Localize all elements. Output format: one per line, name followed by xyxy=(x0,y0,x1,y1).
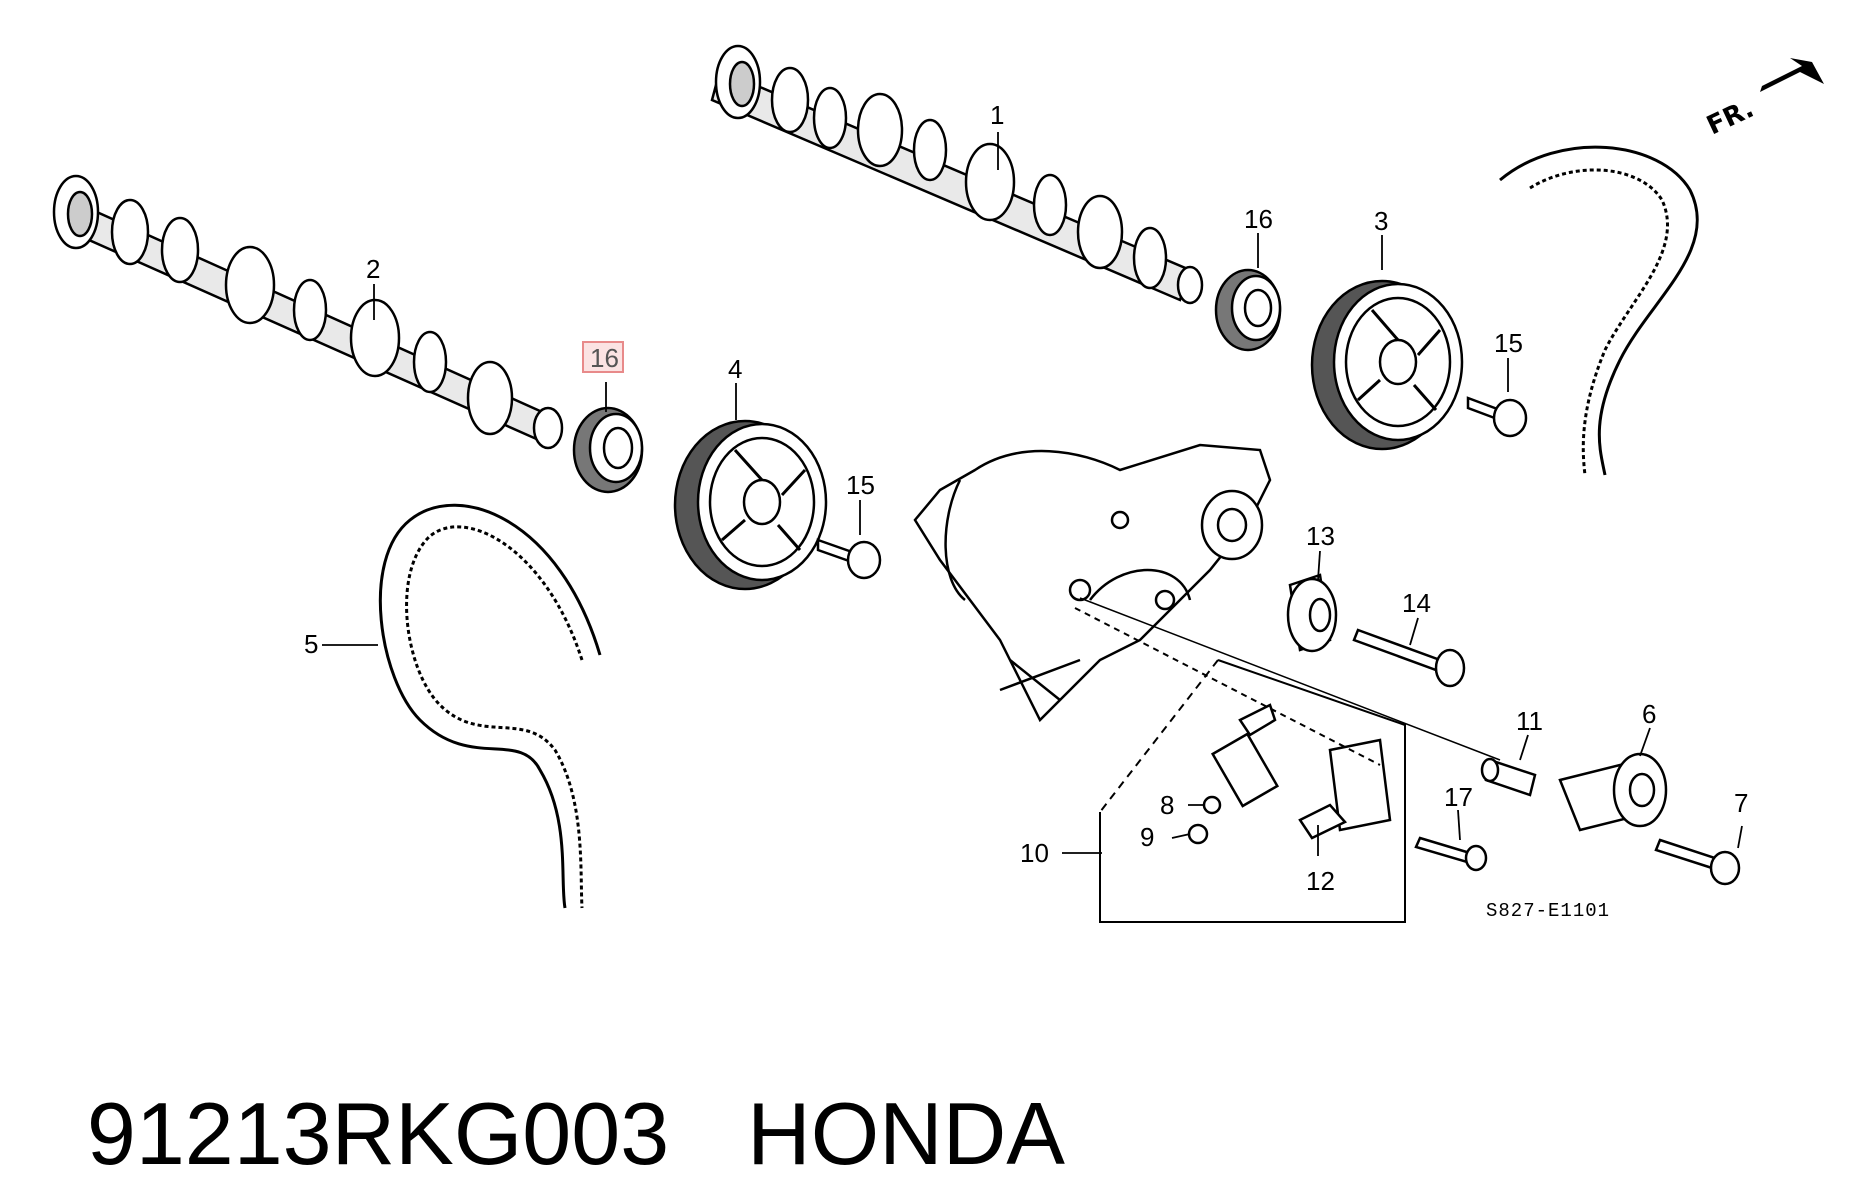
idler-pulley xyxy=(1286,573,1338,653)
timing-belt-lower xyxy=(378,503,602,909)
drawing-code: S827-E1101 xyxy=(1486,900,1610,922)
callout-12: 12 xyxy=(1306,866,1335,896)
callout-10: 10 xyxy=(1020,838,1049,868)
parts-diagram: FR. xyxy=(52,44,1824,923)
tensioner-spacer xyxy=(1480,757,1537,797)
callout-16-highlighted: 16 xyxy=(590,343,619,373)
pulley-bolt-front xyxy=(816,538,882,580)
callout-3: 3 xyxy=(1374,206,1388,236)
timing-belt-upper xyxy=(1499,145,1699,476)
camshaft-upper xyxy=(710,44,1204,305)
camshaft-pulley-front xyxy=(673,419,828,591)
oil-seal-upper xyxy=(1214,268,1282,352)
callout-14: 14 xyxy=(1402,588,1431,618)
camshaft-pulley-rear xyxy=(1310,279,1464,451)
callout-1: 1 xyxy=(990,100,1004,130)
oil-seal-lower xyxy=(572,406,644,494)
front-indicator-label: FR. xyxy=(1702,94,1758,142)
brand-name: HONDA xyxy=(747,1084,1065,1183)
tensioner-assembly xyxy=(1210,703,1392,840)
callout-15-rear: 15 xyxy=(1494,328,1523,358)
tensioner-washers xyxy=(1187,795,1222,845)
callout-8: 8 xyxy=(1160,790,1174,820)
callout-11: 11 xyxy=(1516,706,1543,736)
part-number: 91213RKG003 xyxy=(86,1084,670,1183)
callout-2: 2 xyxy=(366,254,380,284)
leader-lines xyxy=(322,132,1743,856)
pulley-bolt-rear xyxy=(1466,396,1528,438)
callout-7: 7 xyxy=(1734,788,1748,818)
callout-6: 6 xyxy=(1642,699,1656,729)
callout-5: 5 xyxy=(304,629,318,659)
callout-13: 13 xyxy=(1306,521,1335,551)
front-arrow-icon xyxy=(1760,58,1824,92)
engine-block xyxy=(913,443,1272,723)
callout-17: 17 xyxy=(1444,782,1473,812)
tensioner-pulley xyxy=(1558,752,1668,832)
camshaft-lower xyxy=(52,174,564,450)
callout-15-front: 15 xyxy=(846,470,875,500)
idler-bolt xyxy=(1352,628,1466,688)
tensioner-bolt xyxy=(1654,838,1741,886)
callout-4: 4 xyxy=(728,354,742,384)
callout-16-upper: 16 xyxy=(1244,204,1273,234)
tensioner-bolt-small xyxy=(1414,836,1488,872)
highlight-box xyxy=(582,341,624,373)
assembly-outline xyxy=(1074,597,1501,923)
callout-9: 9 xyxy=(1140,822,1154,852)
